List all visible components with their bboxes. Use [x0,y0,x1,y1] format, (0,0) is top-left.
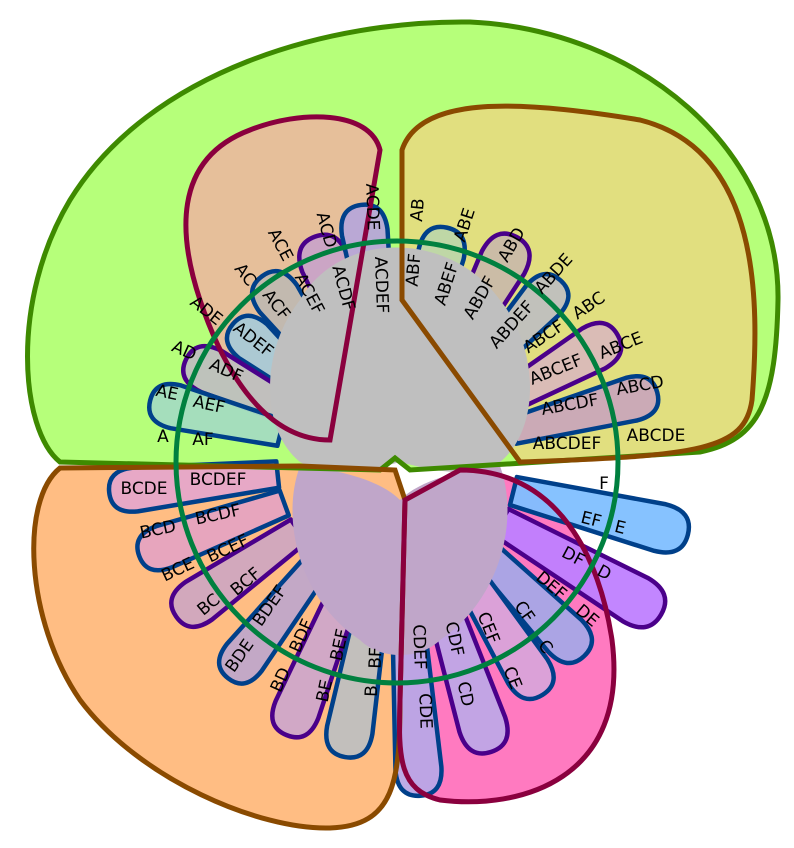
region-label-cde: CDE [414,693,435,729]
petal-region [468,536,595,666]
region-label-bcde: BCDE [120,479,167,499]
region-label-f: F [599,474,609,494]
region-label-abcde: ABCDE [627,426,686,446]
region-label-acde: ACDE [361,183,383,231]
set-f-circle [173,238,621,686]
region-label-cdef: CDEF [408,624,430,670]
set-b-outline-upper [399,103,758,465]
region-label-bcdef: BCDEF [190,470,247,490]
petal-region [216,546,336,686]
set-a-outline [25,19,781,473]
region-label-ef: EF [579,508,604,532]
petal-region [135,488,292,573]
petal-region [507,373,661,446]
region-label-e: E [612,517,627,539]
region-label-a: A [157,427,169,447]
lower-center-region [292,466,508,655]
petal-region [507,474,692,555]
region-label-abcdef: ABCDEF [533,434,601,454]
set-c-outline [396,467,617,805]
region-label-be: BE [313,678,337,704]
petal-region [491,506,668,630]
region-label-bf: BF [366,647,387,669]
petal-region [169,517,309,630]
set-b-outline [31,463,408,831]
region-label-b: B [362,685,382,697]
set-c-outline-upper [183,114,383,443]
set-outlines [25,19,781,831]
region-label-ae: AE [154,381,180,405]
region-label-acdef: ACDEF [370,256,392,313]
region-label-ab: AB [407,198,429,223]
region-label-af: AF [192,430,213,450]
region-label-abf: ABF [403,253,426,288]
